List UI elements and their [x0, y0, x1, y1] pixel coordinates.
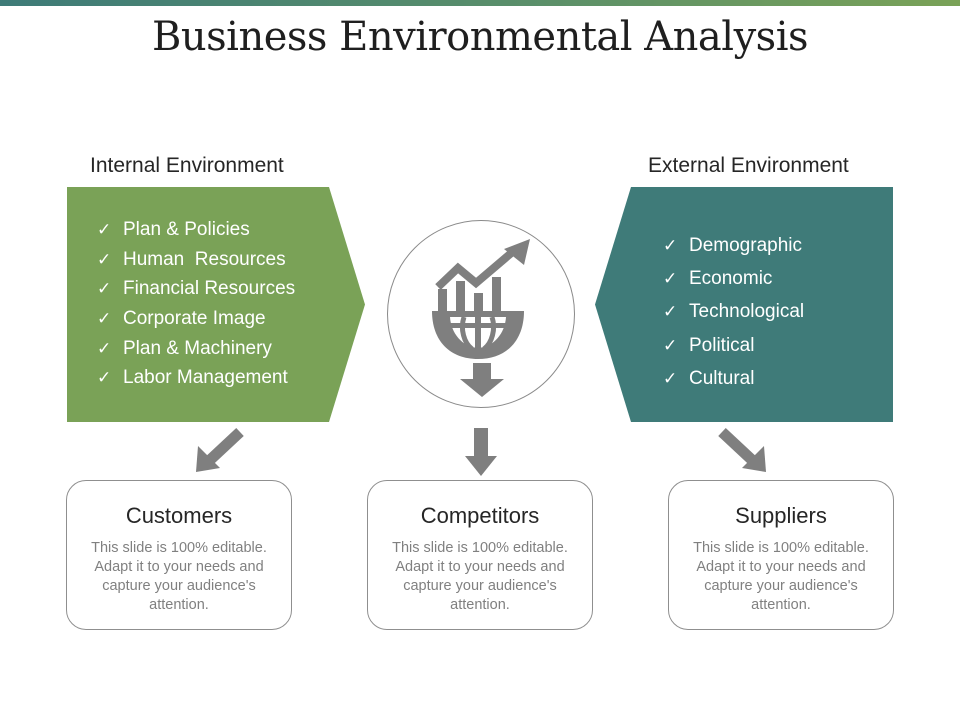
list-item: ✓ Demographic — [663, 229, 893, 262]
top-accent-bar — [0, 0, 960, 6]
list-item-label: Technological — [689, 301, 805, 323]
list-item: ✓ Technological — [663, 296, 893, 329]
checkmark-icon: ✓ — [663, 335, 678, 355]
list-item: ✓ Economic — [663, 262, 893, 295]
checkmark-icon: ✓ — [663, 368, 678, 388]
card-title: Competitors — [420, 503, 540, 528]
arrow-down-right-icon — [718, 427, 766, 472]
card-description: This slide is 100% editable. Adapt it to… — [693, 540, 869, 613]
external-environment-panel: ✓ Demographic ✓ Economic ✓ Technological ✓ P… — [595, 187, 893, 422]
checkmark-icon: ✓ — [97, 368, 112, 388]
checkmark-icon: ✓ — [97, 219, 112, 239]
card-title: Customers — [125, 503, 233, 528]
list-item-label: Human Resources — [123, 248, 286, 270]
checkmark-icon: ✓ — [663, 268, 678, 288]
checkmark-icon: ✓ — [663, 235, 678, 255]
checkmark-icon: ✓ — [97, 249, 112, 269]
list-item: ✓ Plan & Machinery — [97, 334, 365, 364]
globe-growth-chart-icon — [432, 239, 530, 397]
list-item: ✓ Human Resources — [97, 245, 365, 275]
card-description: This slide is 100% editable. Adapt it to… — [392, 540, 568, 613]
list-item-label: Plan & Machinery — [123, 337, 272, 359]
list-item: ✓ Plan & Policies — [97, 215, 365, 245]
arrow-down-left-icon — [196, 427, 244, 472]
checkmark-icon: ✓ — [97, 279, 112, 299]
list-item-label: Political — [689, 334, 755, 356]
list-item: ✓ Financial Resources — [97, 274, 365, 304]
list-item-label: Financial Resources — [123, 278, 296, 300]
list-item: ✓ Labor Management — [97, 363, 365, 393]
suppliers-card: Suppliers This slide is 100% editable. A… — [668, 480, 894, 630]
internal-environment-heading: Internal Environment — [90, 154, 284, 177]
list-item-label: Plan & Policies — [123, 218, 250, 240]
customers-card: Customers This slide is 100% editable. A… — [66, 480, 292, 630]
list-item-label: Economic — [689, 267, 773, 289]
internal-environment-panel: ✓ Plan & Policies ✓ Human Resources ✓ Finan… — [67, 187, 365, 422]
list-item-label: Labor Management — [123, 367, 288, 389]
checkmark-icon: ✓ — [663, 302, 678, 322]
slide-title: Business Environmental Analysis — [151, 14, 809, 60]
checkmark-icon: ✓ — [97, 308, 112, 328]
card-description: This slide is 100% editable. Adapt it to… — [91, 540, 267, 613]
arrow-down-icon — [465, 428, 497, 476]
center-circle — [387, 220, 575, 408]
list-item: ✓ Cultural — [663, 362, 893, 395]
internal-factor-list: ✓ Plan & Policies ✓ Human Resources ✓ Finan… — [97, 215, 365, 393]
external-factor-list: ✓ Demographic ✓ Economic ✓ Technological ✓ P… — [663, 229, 893, 395]
external-environment-heading: External Environment — [648, 154, 849, 177]
list-item: ✓ Political — [663, 329, 893, 362]
card-title: Suppliers — [735, 503, 827, 528]
list-item: ✓ Corporate Image — [97, 304, 365, 334]
list-item-label: Cultural — [689, 367, 755, 389]
competitors-card: Competitors This slide is 100% editable.… — [367, 480, 593, 630]
list-item-label: Corporate Image — [123, 307, 266, 329]
list-item-label: Demographic — [689, 234, 802, 256]
checkmark-icon: ✓ — [97, 338, 112, 358]
